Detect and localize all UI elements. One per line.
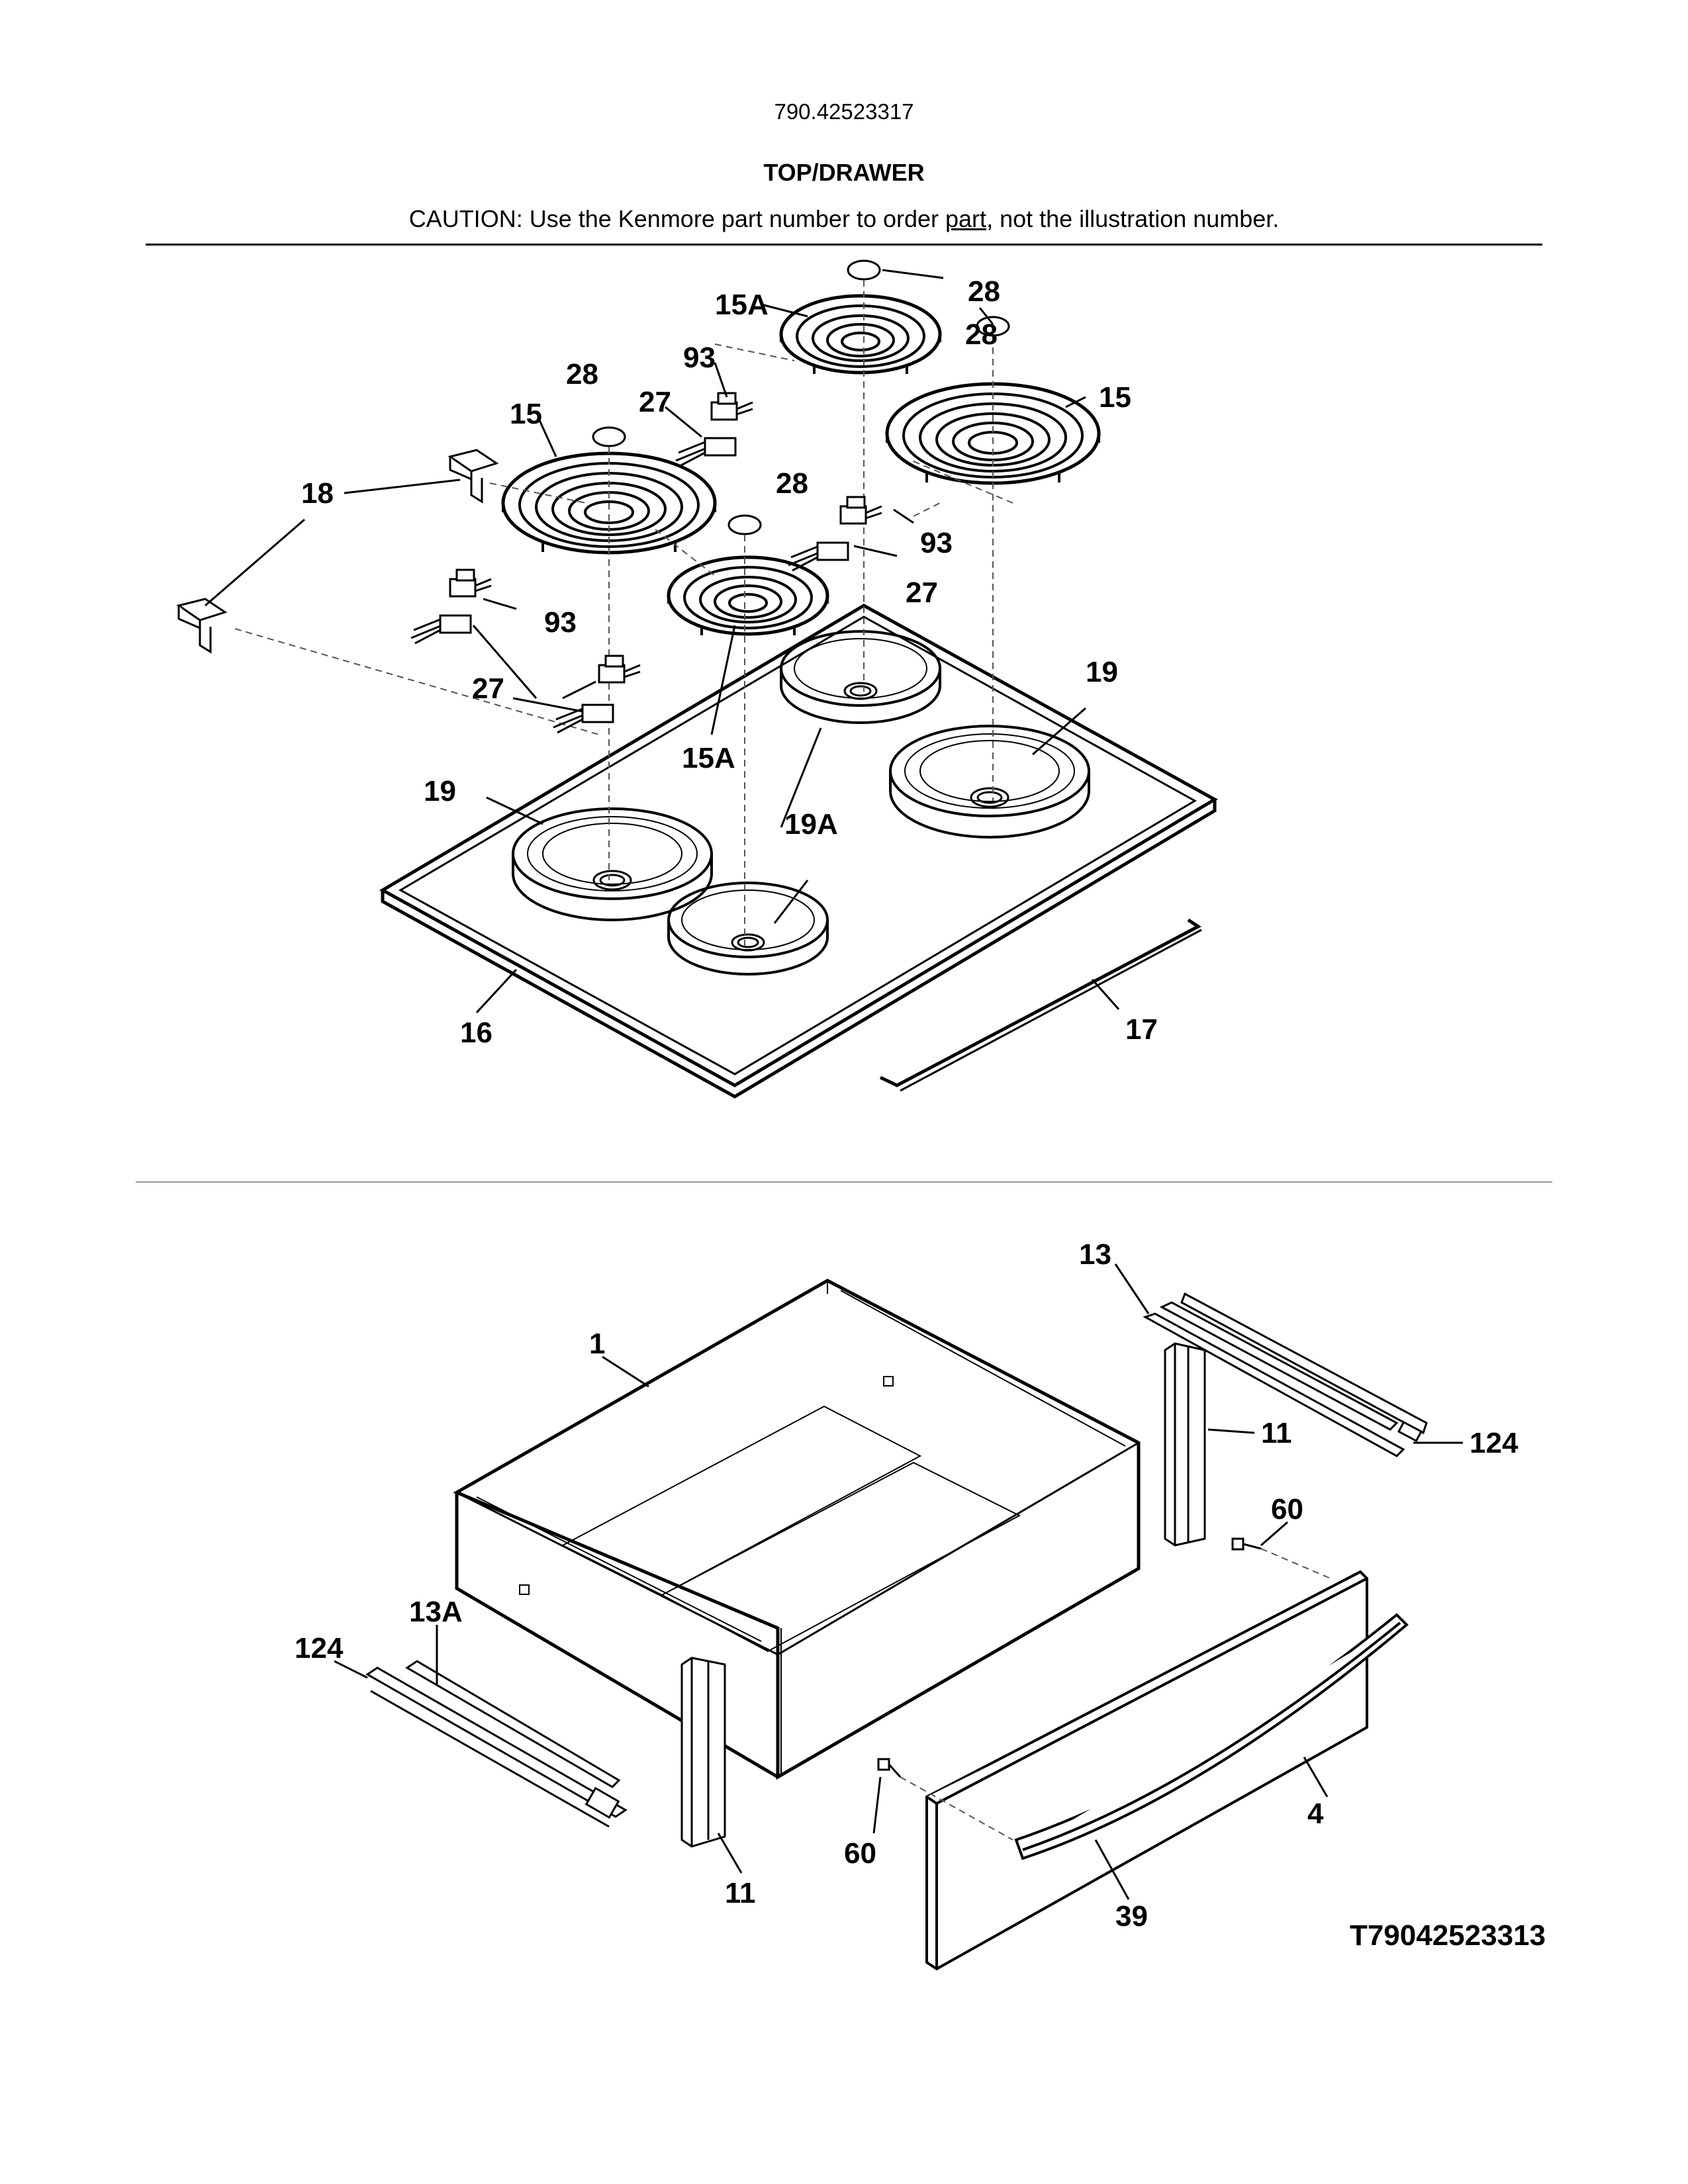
callout-13a: 13A [409, 1596, 463, 1628]
header-divider [146, 244, 1542, 246]
surface-unit-small-front [669, 557, 827, 635]
mounting-bracket-rear [447, 449, 499, 504]
drawer-slot [883, 1376, 894, 1387]
drawer-handle [1014, 1613, 1409, 1860]
callout-60: 60 [844, 1837, 876, 1870]
callout-124: 124 [1470, 1427, 1519, 1459]
drawing-code: T79042523313 [1349, 1919, 1546, 1952]
callout-39: 39 [1115, 1900, 1148, 1933]
surface-unit-small-rear [781, 296, 940, 374]
caution-text-start: CAUTION: Use the Kenmore part number to … [408, 205, 946, 232]
caution-text: CAUTION: Use the Kenmore part number to … [0, 205, 1688, 233]
callout-28: 28 [965, 318, 998, 351]
trim-strip-edge [900, 929, 1202, 1092]
callout-27: 27 [639, 386, 671, 418]
terminal-block-left [449, 569, 492, 598]
wire-harness-left [410, 614, 472, 645]
callout-28: 28 [776, 467, 808, 500]
terminal-block-rear [710, 392, 754, 421]
callout-28: 28 [968, 275, 1000, 308]
drip-pan-small-front [667, 882, 829, 976]
drawer-alignment-lines [900, 1548, 1331, 1841]
section-title: TOP/DRAWER [763, 159, 925, 186]
drawer-slide-right [1143, 1292, 1428, 1457]
callout-1: 1 [589, 1328, 605, 1360]
drawer-body [453, 1279, 1141, 1780]
callout-27: 27 [906, 576, 938, 609]
drip-pan-large-rear [889, 725, 1090, 839]
callout-93: 93 [920, 527, 953, 559]
callout-4: 4 [1307, 1797, 1324, 1830]
callout-15a: 15A [682, 742, 735, 774]
section-divider [136, 1181, 1552, 1183]
drawer-slot [519, 1584, 530, 1595]
callout-18: 18 [301, 477, 334, 510]
wire-harness-front [552, 704, 614, 734]
trim-ring [592, 426, 626, 447]
cooktop-outline [379, 604, 1219, 1099]
callout-93: 93 [544, 606, 577, 639]
callout-60: 60 [1271, 1493, 1303, 1525]
screw-right [1231, 1537, 1262, 1551]
callout-15a: 15A [715, 289, 769, 321]
callout-124: 124 [295, 1632, 344, 1664]
caution-part-link[interactable]: part [945, 205, 987, 232]
alignment-lines [234, 280, 1013, 946]
caution-text-end: , not the illustration number. [986, 205, 1280, 232]
terminal-block-right [839, 496, 883, 525]
callout-19: 19 [424, 775, 456, 807]
leader-lines-drawer [334, 1263, 1463, 1900]
callout-19a: 19A [784, 808, 838, 841]
rear-drawer-bracket-left [680, 1657, 726, 1848]
drawer-slide-left [365, 1660, 628, 1828]
callout-13: 13 [1079, 1238, 1111, 1271]
callout-93: 93 [683, 341, 716, 374]
trim-ring [847, 259, 881, 281]
callout-11: 11 [1261, 1417, 1292, 1449]
callout-16: 16 [460, 1017, 492, 1049]
rear-drawer-bracket-right [1164, 1342, 1206, 1547]
trim-ring [976, 316, 1010, 337]
model-number: 790.42523317 [774, 99, 914, 124]
mounting-bracket-front [176, 598, 228, 654]
leader-lines-top [205, 269, 1120, 1014]
terminal-block-front [598, 655, 641, 684]
callout-27: 27 [472, 672, 504, 705]
drip-pan-large-front [512, 807, 713, 921]
screw-left [877, 1758, 902, 1778]
wire-harness-rear [675, 437, 737, 467]
callout-11: 11 [725, 1877, 756, 1909]
callout-15: 15 [1099, 381, 1131, 414]
callout-19: 19 [1086, 656, 1118, 688]
drawer-front-panel [925, 1570, 1368, 1971]
callout-28: 28 [566, 358, 598, 390]
trim-strip [879, 918, 1201, 1087]
callout-15: 15 [510, 398, 542, 430]
callout-17: 17 [1125, 1013, 1158, 1046]
trim-ring [727, 514, 762, 535]
